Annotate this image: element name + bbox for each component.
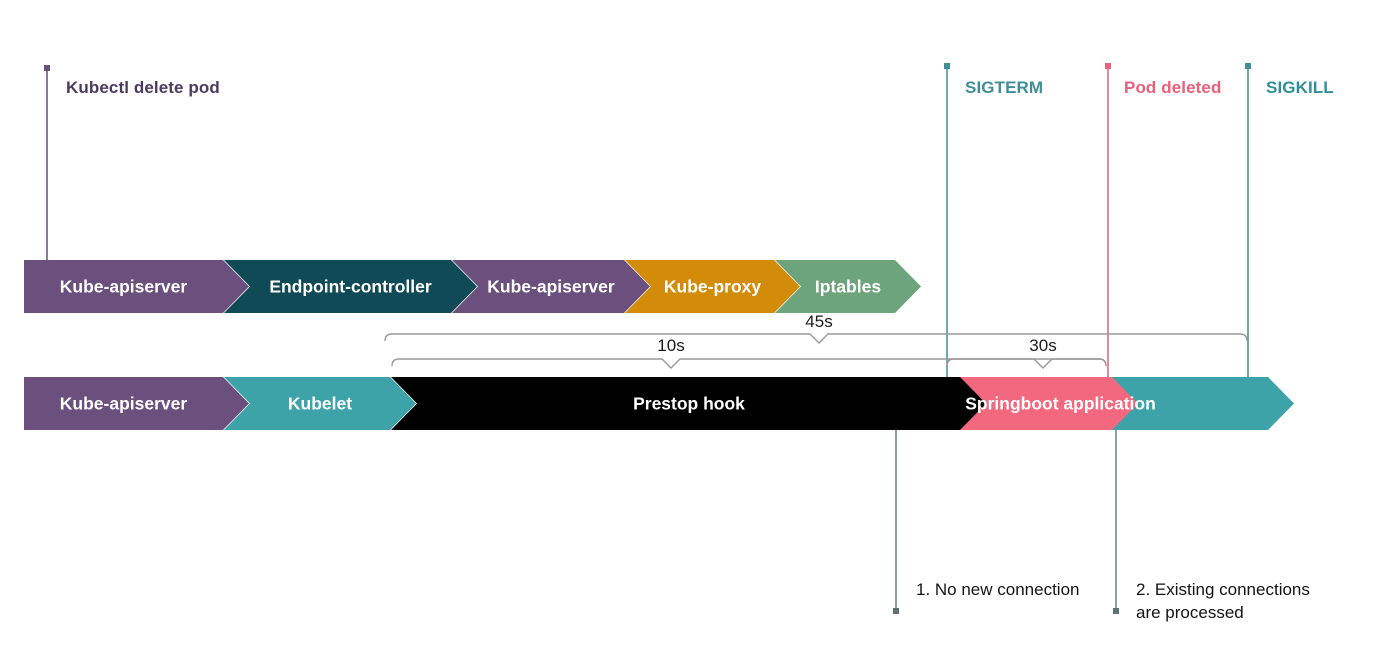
duration-10s-label: 10s [657,336,685,355]
chevron-kube-apiserver-bottom-label: Kube-apiserver [59,393,188,413]
chevron-prestop-hook-label: Prestop hook [633,393,745,413]
duration-30s-label: 30s [1029,336,1057,355]
note-existing-connections-label: 2. Existing connections are processed [1136,580,1310,622]
chevron-springboot-application-label: Springboot application [965,393,1156,413]
event-label-sigterm: SIGTERM [965,78,1044,97]
event-label-sigkill: SIGKILL [1266,78,1334,97]
chevron-kube-apiserver-2-label: Kube-apiserver [487,276,615,296]
chevron-kube-apiserver-top-label: Kube-apiserver [59,276,188,296]
note-no-new-connection-label: 1. No new connection [916,580,1080,599]
chevron-kubelet-label: Kubelet [287,393,353,413]
chevron-endpoint-controller-label: Endpoint-controller [269,276,432,296]
chevron-kube-proxy-label: Kube-proxy [663,276,762,296]
chevron-iptables-label: Iptables [814,276,882,296]
event-label-kubectl-delete-pod: Kubectl delete pod [66,78,220,97]
event-label-pod-deleted: Pod deleted [1124,78,1222,97]
duration-45s-label: 45s [805,312,833,331]
